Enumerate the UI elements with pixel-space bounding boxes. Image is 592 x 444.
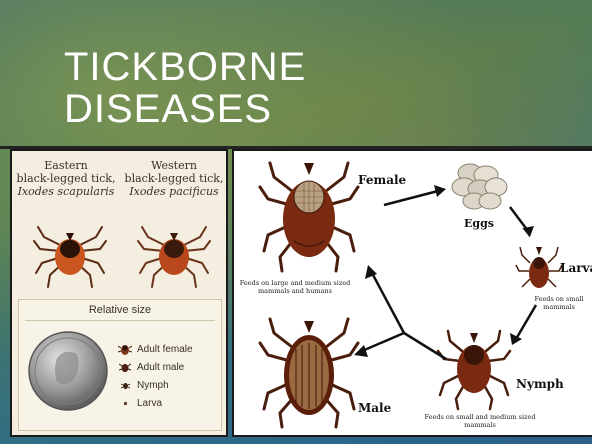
legend-label: Larva [137,398,162,409]
western-tick-illustration [134,211,214,291]
western-desc: black-legged tick, [124,172,224,185]
relative-size-title: Relative size [19,304,221,316]
legend-row: Adult female [117,340,193,358]
legend-row: Nymph [117,376,193,394]
title-line-1: TICKBORNE [64,46,306,88]
legend-label: Adult male [137,362,184,373]
larva-tick-icon [117,401,133,406]
western-species: Ixodes pacificus [124,185,224,198]
dime-coin [27,330,109,412]
legend-row: Larva [117,394,193,412]
eastern-tick-heading: Eastern black-legged tick, Ixodes scapul… [16,159,116,198]
eastern-species: Ixodes scapularis [16,185,116,198]
male-label: Male [358,401,391,415]
legend-label: Nymph [137,380,169,391]
female-tick-illustration [260,163,358,271]
adult-female-tick-icon [117,342,133,356]
nymph-feeding-note: Feeds on small and medium sized mammals [424,413,536,429]
eggs-illustration [452,164,507,209]
nymph-label: Nymph [516,377,564,391]
relative-size-box: Relative size Adult female [18,299,222,431]
nymph-illustration [438,331,510,409]
tick-species-panel: Eastern black-legged tick, Ixodes scapul… [10,149,228,437]
life-cycle-arrows [354,185,536,359]
female-label: Female [358,173,406,187]
relative-size-rule [25,320,215,321]
western-tick-heading: Western black-legged tick, Ixodes pacifi… [124,159,224,198]
eastern-tick-illustration [30,211,110,291]
eastern-desc: black-legged tick, [16,172,116,185]
larva-feeding-note: Feeds on small mammals [530,295,588,311]
eggs-label: Eggs [464,217,494,230]
larva-illustration [516,247,562,288]
nymph-tick-icon [117,381,133,390]
male-tick-illustration [260,319,358,427]
adults-feeding-note: Feeds on large and medium sized mammals … [236,279,354,295]
legend-row: Adult male [117,358,193,376]
relative-size-legend: Adult female Adult male Nymph [117,340,193,412]
title-line-2: DISEASES [64,88,306,130]
eastern-label: Eastern [16,159,116,172]
larva-label: Larva [560,261,592,275]
slide-title: TICKBORNE DISEASES [64,46,306,130]
tick-life-cycle-panel: Female Eggs Larva Nymph Male Feeds on la… [232,149,592,437]
adult-male-tick-icon [117,361,133,373]
legend-label: Adult female [137,344,193,355]
western-label: Western [124,159,224,172]
